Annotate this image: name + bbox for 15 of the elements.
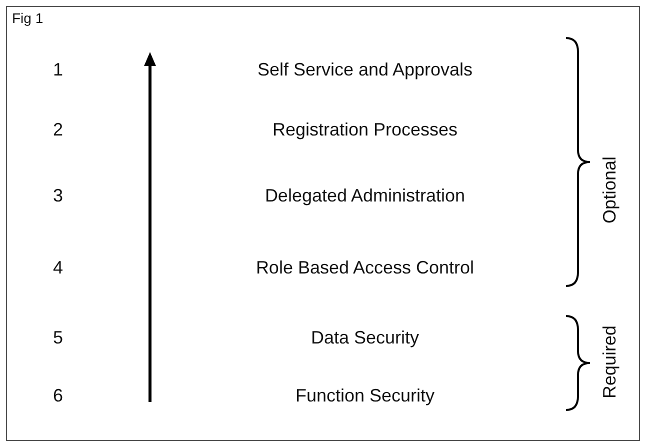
group-label: Required xyxy=(600,325,620,399)
group-label: Optional xyxy=(600,156,620,224)
figure-label: Fig 1 xyxy=(12,10,44,26)
layer-label: Registration Processes xyxy=(271,120,459,140)
step-number: 3 xyxy=(52,186,64,206)
layer-label: Self Service and Approvals xyxy=(256,60,474,80)
layer-label: Function Security xyxy=(294,386,436,406)
layer-label: Data Security xyxy=(310,328,420,348)
step-number: 2 xyxy=(52,120,64,140)
step-number: 1 xyxy=(52,60,64,80)
layer-label: Role Based Access Control xyxy=(254,258,476,278)
step-number: 6 xyxy=(52,386,64,406)
step-number: 4 xyxy=(52,258,64,278)
layer-label: Delegated Administration xyxy=(264,186,466,206)
step-number: 5 xyxy=(52,328,64,348)
